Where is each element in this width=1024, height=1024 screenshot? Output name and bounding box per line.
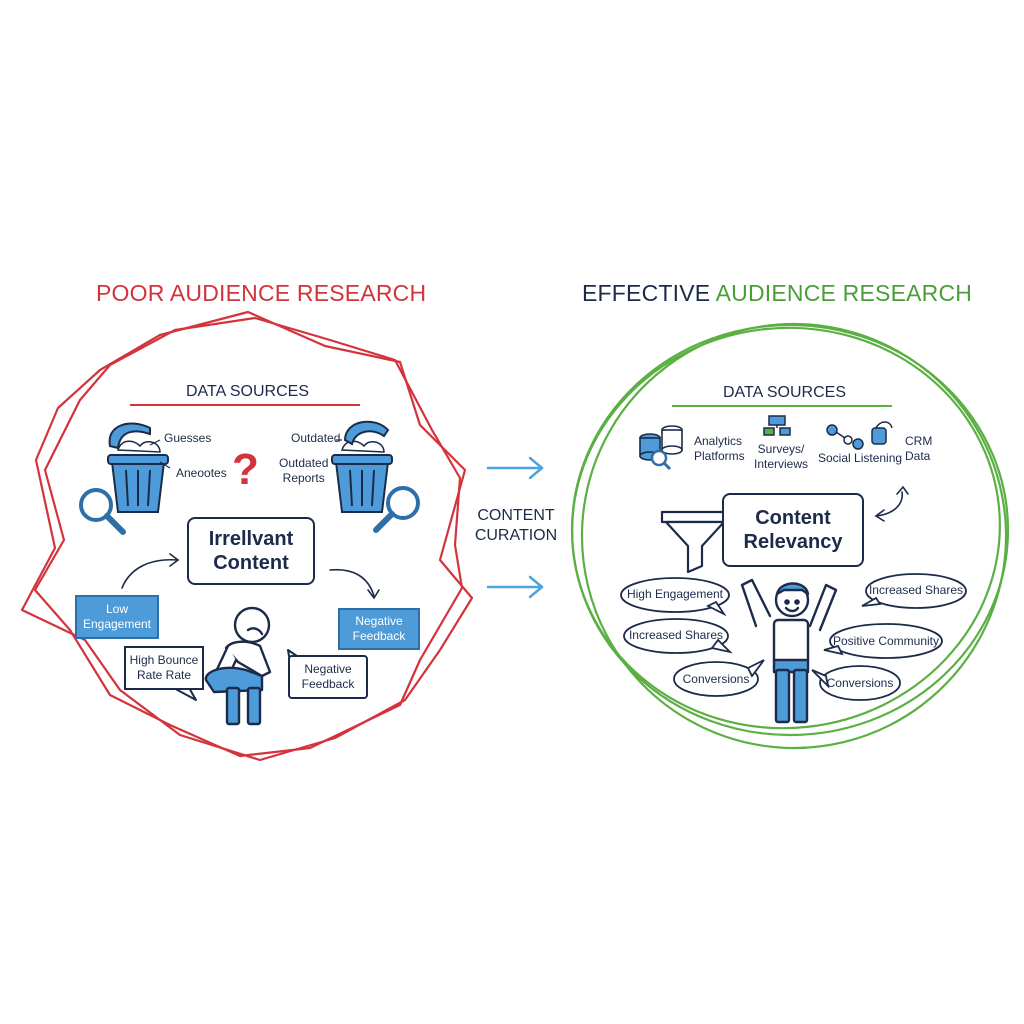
happy-person-icon	[740, 578, 838, 724]
negative-feedback-bubble: Negative Feedback	[288, 655, 368, 699]
curation-arrows	[486, 456, 544, 599]
bubble-increased-shares-2: Increased Shares	[868, 583, 964, 597]
survey-icon	[763, 415, 791, 436]
bubble-conversions-2: Conversions	[826, 676, 894, 690]
left-data-sources-label: DATA SOURCES	[186, 383, 309, 400]
outdated-reports-label: Outdated Reports	[279, 456, 329, 485]
effective-research-outline	[570, 322, 1010, 750]
outdated-label: Outdated	[291, 431, 341, 445]
effective-research-title: EFFECTIVE AUDIENCE RESEARCH	[582, 280, 973, 306]
irrelevant-content-box: Irrellvant Content	[187, 517, 315, 585]
bubble-positive-community: Positive Community	[832, 634, 940, 648]
flow-arrows-left	[121, 553, 380, 600]
negative-feedback-blue-box: Negative Feedback	[338, 608, 420, 650]
bubble-increased-shares: Increased Shares	[628, 628, 724, 642]
trash-icon	[331, 420, 393, 513]
bubble-conversions: Conversions	[682, 672, 750, 686]
magnifier-icon	[79, 488, 126, 535]
bubble-high-engagement: High Engagement	[626, 587, 724, 601]
analytics-platforms-label: Analytics Platforms	[694, 434, 745, 463]
guesses-label: Guesses	[164, 431, 212, 445]
anecdotes-label: Aneootes	[176, 466, 227, 480]
surveys-interviews-label: Surveys/ Interviews	[754, 442, 809, 471]
low-engagement-box: Low Engagement	[75, 595, 159, 639]
right-data-sources-label: DATA SOURCES	[723, 384, 846, 401]
social-listening-label: Social Listening	[818, 451, 903, 465]
poor-research-title: POOR AUDIENCE RESEARCH	[96, 280, 427, 306]
funnel-icon	[660, 510, 730, 574]
label-leaders	[149, 439, 342, 469]
sad-person-icon	[204, 606, 272, 726]
high-bounce-bubble: High Bounce Rate Rate	[124, 646, 204, 690]
social-listening-icon	[826, 421, 893, 450]
database-icon	[639, 425, 683, 471]
trash-icon	[107, 422, 169, 513]
flow-arrow-right	[874, 485, 909, 522]
poor-research-outline	[20, 310, 474, 762]
crm-data-label: CRM Data	[905, 434, 933, 463]
content-curation-label: CONTENT CURATION	[474, 507, 558, 544]
content-relevancy-box: Content Relevancy	[722, 493, 864, 567]
question-mark: ?	[232, 445, 259, 494]
speech-bubbles-right	[620, 573, 967, 701]
magnifier-icon	[373, 486, 420, 533]
